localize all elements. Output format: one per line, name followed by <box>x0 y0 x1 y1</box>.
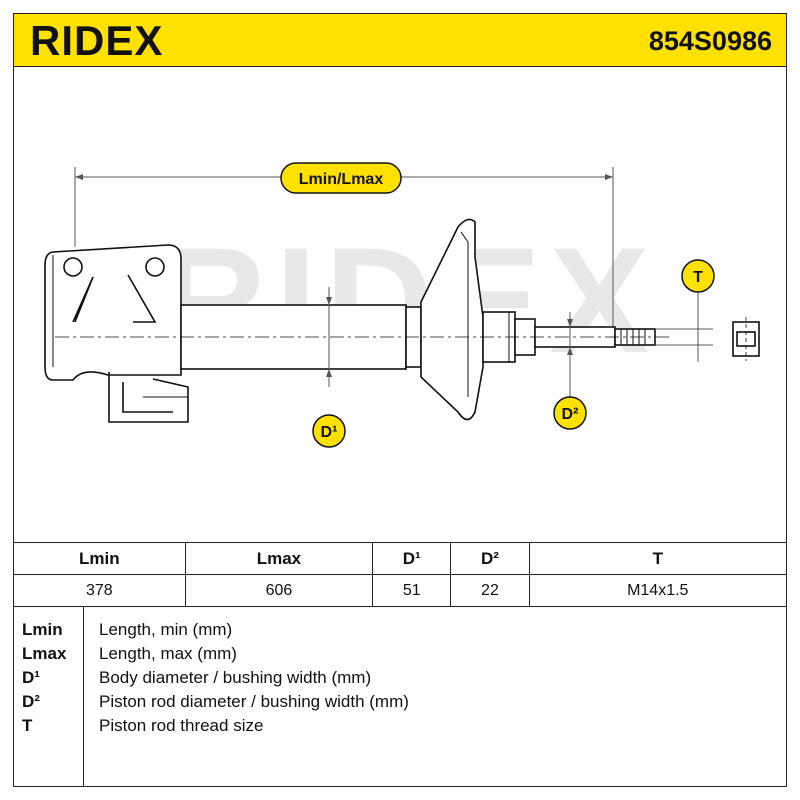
legend-key: T <box>22 716 33 735</box>
document-frame <box>13 67 787 787</box>
callout-length-label: Lmin/Lmax <box>299 171 384 188</box>
spec-value-t: M14x1.5 <box>528 574 788 607</box>
legend-key: Lmax <box>22 644 67 663</box>
callout-t-label: T <box>693 269 703 286</box>
callout-length: Lmin/Lmax <box>280 162 402 194</box>
spec-value-d1: 51 <box>372 574 452 607</box>
spec-table: Lmin Lmax D¹ D² T 378 606 51 22 M14x1.5 <box>13 542 788 607</box>
technical-drawing: RIDEX <box>13 67 787 542</box>
spec-header-lmax: Lmax <box>184 542 374 575</box>
spec-value-lmin: 378 <box>13 574 186 607</box>
callout-d1: D¹ <box>312 414 346 448</box>
legend-desc: Piston rod diameter / bushing width (mm) <box>99 692 409 711</box>
spec-header-row: Lmin Lmax D¹ D² T <box>13 542 788 575</box>
legend-desc: Length, min (mm) <box>99 620 233 639</box>
legend: Lmin Length, min (mm) Lmax Length, max (… <box>13 606 787 787</box>
callout-d1-label: D¹ <box>321 424 338 441</box>
spec-header-lmin: Lmin <box>13 542 186 575</box>
header-banner: RIDEX 854S0986 <box>13 13 787 67</box>
legend-desc: Length, max (mm) <box>99 644 237 663</box>
spec-value-row: 378 606 51 22 M14x1.5 <box>13 574 788 607</box>
legend-divider <box>83 606 84 787</box>
callout-d2: D² <box>553 396 587 430</box>
spec-value-d2: 22 <box>450 574 530 607</box>
legend-key: D² <box>22 692 40 711</box>
spec-value-lmax: 606 <box>184 574 374 607</box>
legend-key: Lmin <box>22 620 63 639</box>
spec-header-d2: D² <box>450 542 530 575</box>
spec-header-t: T <box>528 542 788 575</box>
legend-key: D¹ <box>22 668 40 687</box>
callout-d2-label: D² <box>562 406 579 423</box>
legend-desc: Piston rod thread size <box>99 716 264 735</box>
brand-logo: RIDEX <box>30 17 164 64</box>
spec-header-d1: D¹ <box>372 542 452 575</box>
part-number: 854S0986 <box>648 26 772 56</box>
callout-t: T <box>681 259 715 293</box>
legend-desc: Body diameter / bushing width (mm) <box>99 668 372 687</box>
shock-absorber <box>44 167 760 423</box>
